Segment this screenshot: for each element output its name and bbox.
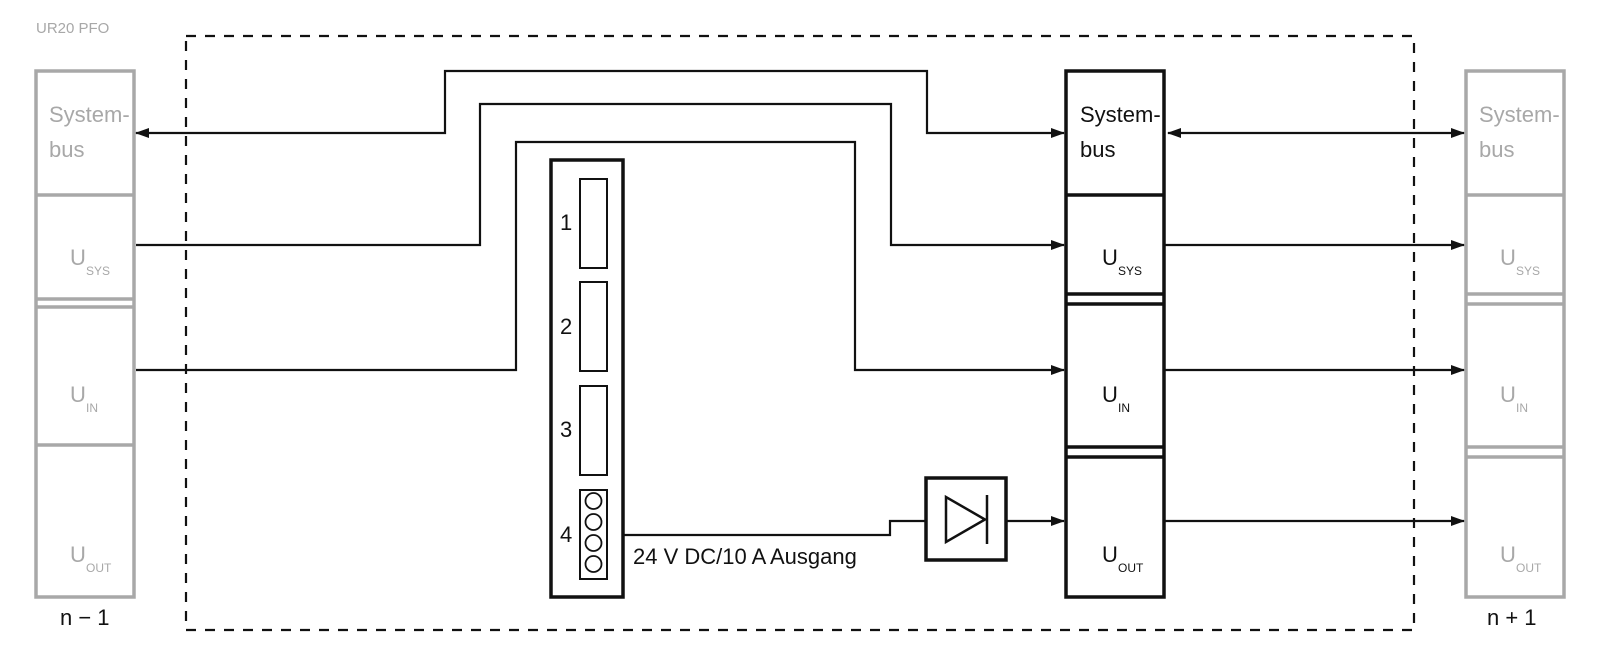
output-label: 24 V DC/10 A Ausgang <box>633 544 857 569</box>
left-uout-label: U <box>70 542 86 567</box>
signal-lines <box>135 69 1465 537</box>
connector-block <box>549 158 625 599</box>
right-systembus-label-2: bus <box>1479 137 1514 162</box>
center-systembus-label-1: System- <box>1080 102 1161 127</box>
left-usys-sub: SYS <box>86 264 110 278</box>
center-systembus-label-2: bus <box>1080 137 1115 162</box>
center-module <box>1064 69 1166 599</box>
systembus-line <box>135 69 1065 138</box>
center-uout-label: U <box>1102 542 1118 567</box>
connector-slot-2: 2 <box>560 314 572 339</box>
center-uin-label: U <box>1102 382 1118 407</box>
right-module <box>1464 69 1566 599</box>
left-uin-sub: IN <box>86 401 98 415</box>
left-systembus-label-1: System- <box>49 102 130 127</box>
right-uin-sub: IN <box>1516 401 1528 415</box>
connector-slot-1: 1 <box>560 210 572 235</box>
right-usys-sub: SYS <box>1516 264 1540 278</box>
right-module-label: n + 1 <box>1487 605 1537 630</box>
connector-slot-3: 3 <box>560 417 572 442</box>
right-uout-label: U <box>1500 542 1516 567</box>
right-usys-label: U <box>1500 245 1516 270</box>
right-uin-label: U <box>1500 382 1516 407</box>
left-module <box>34 69 136 599</box>
left-usys-label: U <box>70 245 86 270</box>
center-usys-sub: SYS <box>1118 264 1142 278</box>
diode-symbol <box>924 476 1008 562</box>
left-module-label: n − 1 <box>60 605 110 630</box>
terminal-circles <box>584 492 603 573</box>
right-uout-sub: OUT <box>1516 561 1542 575</box>
right-systembus-label-1: System- <box>1479 102 1560 127</box>
output-line <box>623 519 926 537</box>
uin-line <box>136 140 1065 375</box>
left-uout-sub: OUT <box>86 561 112 575</box>
usys-line <box>136 102 1065 250</box>
connector-slot-4: 4 <box>560 522 572 547</box>
center-uin-sub: IN <box>1118 401 1130 415</box>
module-boundary <box>184 34 1416 632</box>
left-systembus-label-2: bus <box>49 137 84 162</box>
left-uin-label: U <box>70 382 86 407</box>
center-uout-sub: OUT <box>1118 561 1144 575</box>
diagram-title: UR20 PFO <box>36 20 109 37</box>
center-usys-label: U <box>1102 245 1118 270</box>
